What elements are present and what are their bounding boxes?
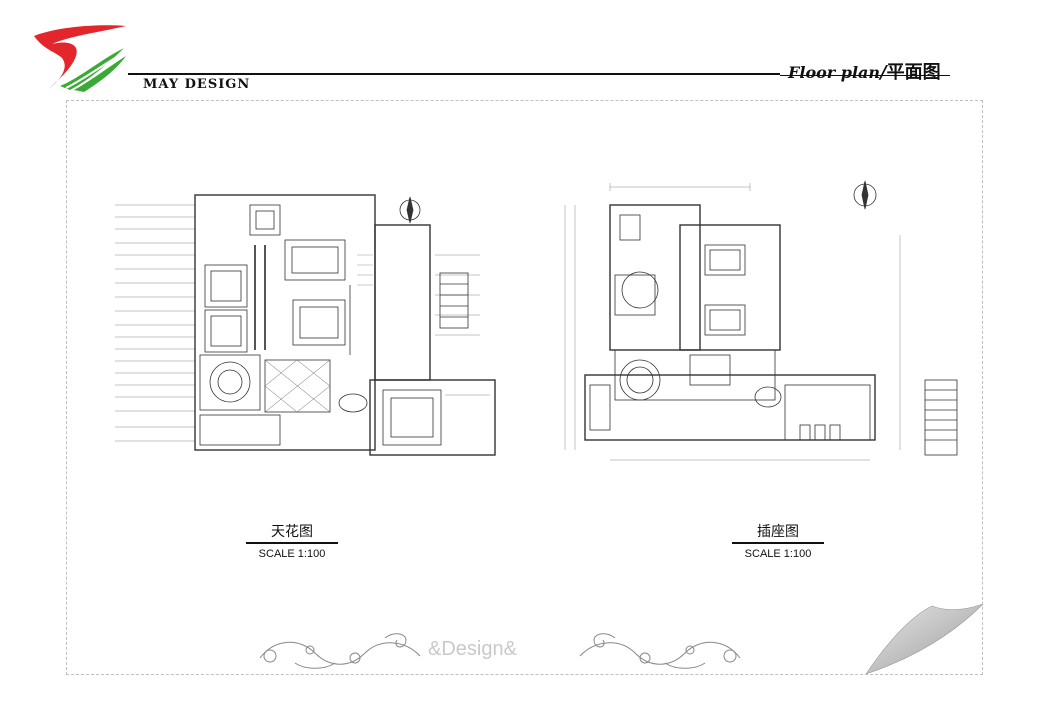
page-curl-icon — [866, 604, 984, 675]
ceiling-plan-scale: SCALE 1:100 — [258, 548, 326, 560]
socket-plan-title: 插座图 — [732, 521, 824, 544]
footer-mark: &Design& — [428, 638, 517, 660]
socket-plan-scale: SCALE 1:100 — [744, 548, 812, 560]
page-title-separator: / — [880, 62, 887, 83]
ornament-left-icon — [259, 633, 421, 669]
brand-logo — [34, 25, 126, 92]
socket-plan-drawing — [564, 180, 958, 461]
page-title-cn: 平面图 — [886, 62, 941, 83]
header-rule-underline — [780, 75, 950, 76]
page-title: Floor plan/平面图 — [788, 58, 941, 84]
drawing-frame — [66, 100, 983, 675]
page-title-en: Floor plan — [788, 63, 881, 82]
brand-name: MAY DESIGN — [143, 77, 251, 92]
ornament-right-icon — [579, 633, 741, 669]
ceiling-plan-title: 天花图 — [246, 521, 338, 544]
socket-plan-caption: 插座图 SCALE 1:100 — [708, 521, 848, 560]
ceiling-plan-caption: 天花图 SCALE 1:100 — [222, 521, 362, 560]
ceiling-plan-drawing — [115, 194, 496, 456]
header-rule — [128, 73, 780, 75]
